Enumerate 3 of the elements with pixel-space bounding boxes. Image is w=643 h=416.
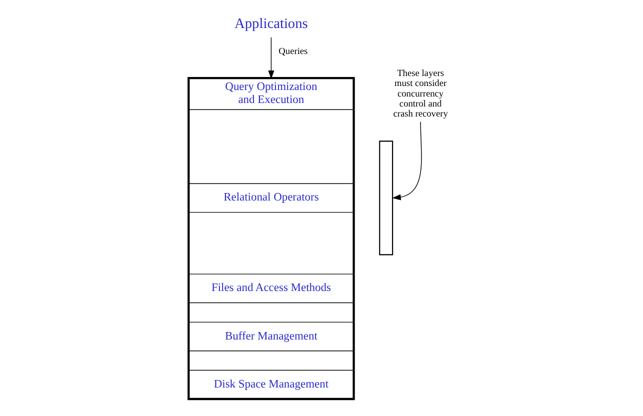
edge-label: Queries xyxy=(278,46,308,57)
node-text: These layers must consider concurrency control and crash recovery xyxy=(392,69,448,120)
node-text: Applications xyxy=(234,16,308,32)
